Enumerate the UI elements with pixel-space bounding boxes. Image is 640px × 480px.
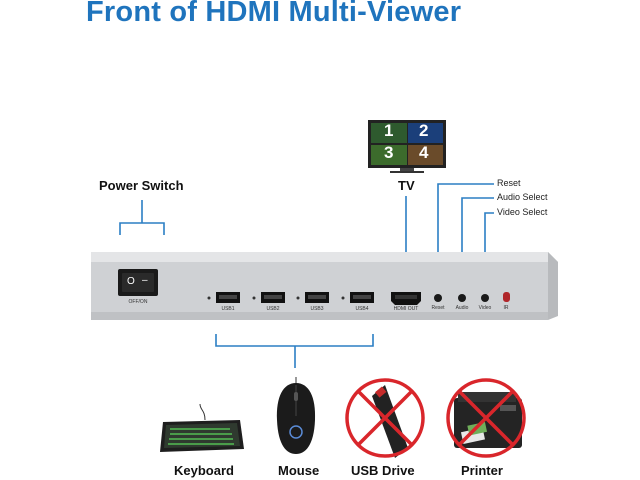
audio-select-callout-label: Audio Select <box>497 192 548 202</box>
switch-on-mark: O <box>127 276 135 287</box>
video-button-label: Video <box>478 305 492 311</box>
tv-quadrant-3: 3 <box>384 143 394 162</box>
video-select-callout-label: Video Select <box>497 207 548 217</box>
keyboard-label: Keyboard <box>174 463 234 478</box>
mouse-label: Mouse <box>278 463 320 478</box>
tv-label: TV <box>398 178 415 193</box>
front-buttons <box>434 292 510 302</box>
switch-off-mark: – <box>142 275 148 286</box>
power-rocker-switch <box>118 269 158 296</box>
tv-quadrant-1: 1 <box>384 121 394 140</box>
tv-quadrant-2: 2 <box>419 121 429 140</box>
printer-label: Printer <box>461 463 503 478</box>
usb-bracket <box>215 334 374 368</box>
keyboard-icon <box>160 403 244 452</box>
usb-drive-label: USB Drive <box>351 463 415 478</box>
page-title: Front of HDMI Multi-Viewer <box>86 0 462 28</box>
audio-button-label: Audio <box>455 305 469 311</box>
hdmi-out-label: HDMI OUT <box>393 306 419 312</box>
reset-callout-label: Reset <box>497 178 521 188</box>
printer-forbidden-icon <box>446 378 526 458</box>
ir-label: IR <box>503 305 509 311</box>
usb1-label: USB1 <box>221 306 235 312</box>
power-switch-label: Power Switch <box>99 178 184 193</box>
usb2-label: USB2 <box>266 306 280 312</box>
switch-offon-label: OFF/ON <box>128 299 148 305</box>
power-switch-bracket <box>119 200 165 235</box>
usb-ports <box>207 292 374 303</box>
hdmi-port <box>391 292 421 305</box>
usb-drive-forbidden-icon <box>345 378 425 458</box>
usb3-label: USB3 <box>310 306 324 312</box>
mouse-icon <box>276 377 316 454</box>
reset-button-label: Reset <box>431 305 445 311</box>
usb4-label: USB4 <box>355 306 369 312</box>
tv-icon <box>368 120 446 173</box>
tv-quadrant-4: 4 <box>419 143 429 162</box>
